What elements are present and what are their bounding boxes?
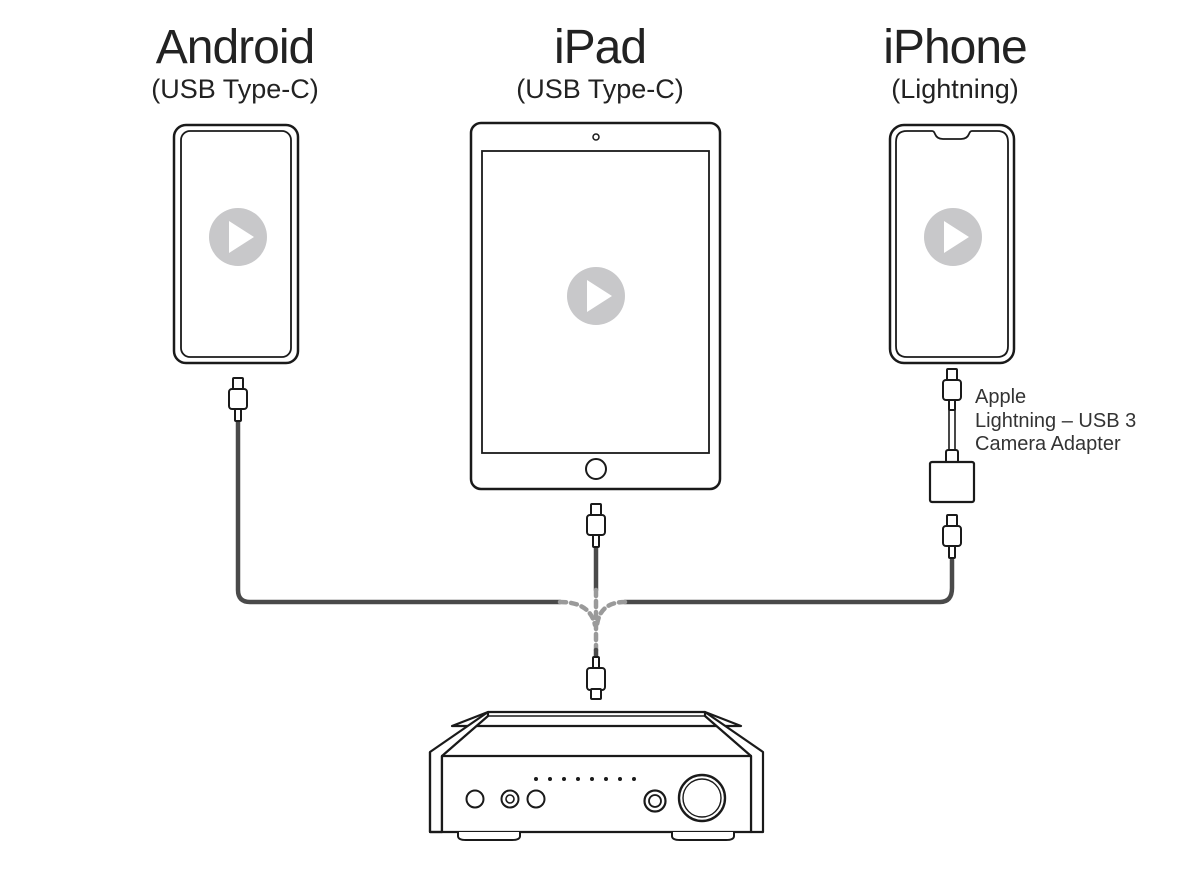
ipad-play-icon	[567, 267, 625, 325]
ipad-label: iPad (USB Type-C)	[495, 21, 705, 105]
iphone-subtitle: (Lightning)	[891, 74, 1019, 104]
amp-input-button	[526, 789, 546, 809]
iphone-lightning-connector	[942, 368, 962, 411]
dashed-merge-left	[557, 599, 598, 628]
adapter-label-line-3: Camera Adapter	[975, 433, 1121, 455]
amp-top	[450, 710, 743, 728]
iphone-title: iPhone	[883, 21, 1027, 74]
connectors	[228, 368, 976, 700]
adapter-usb-connector	[942, 514, 962, 559]
amp-power-button	[465, 789, 485, 809]
android-title: Android	[155, 21, 315, 74]
ipad-subtitle: (USB Type-C)	[516, 74, 684, 104]
amp-usb-connector	[586, 656, 606, 700]
amp-foot-right	[671, 832, 735, 841]
android-cable	[235, 417, 563, 605]
android-usb-c-connector	[228, 377, 248, 422]
android-label: Android (USB Type-C)	[130, 21, 340, 105]
adapter-label-line-1: Apple	[975, 386, 1027, 408]
amp-foot-left	[457, 832, 521, 841]
android-play-icon	[209, 208, 267, 266]
amp-indicator-leds	[534, 777, 636, 781]
cables	[235, 407, 956, 665]
android-subtitle: (USB Type-C)	[151, 74, 319, 104]
headphone-amplifier	[428, 710, 765, 841]
iphone-play-icon	[924, 208, 982, 266]
ipad-title: iPad	[553, 21, 647, 74]
adapter-label: Apple Lightning – USB 3 Camera Adapter	[975, 386, 1136, 457]
adapter-label-line-2: Lightning – USB 3	[975, 409, 1137, 432]
ipad-usb-c-connector	[586, 503, 606, 548]
iphone-cable	[622, 557, 955, 605]
camera-adapter-box	[928, 460, 976, 504]
iphone-label: iPhone (Lightning)	[850, 21, 1060, 105]
dashed-merge-right	[594, 599, 628, 628]
